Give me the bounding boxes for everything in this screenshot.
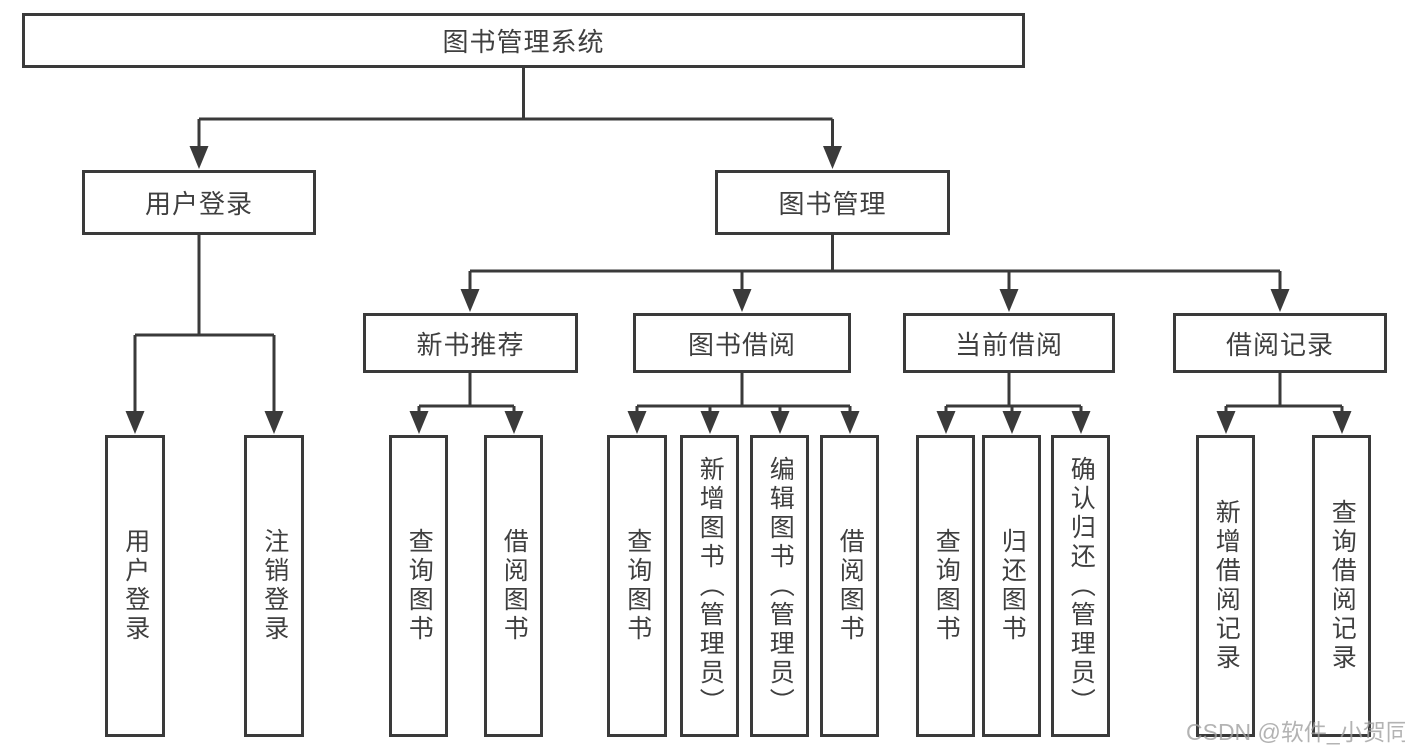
connector-book-borrow-to-leaves <box>627 373 860 434</box>
leaf-query-books-recommendation: 查询图书 <box>389 435 448 737</box>
leaf-query-books-borrowing-label: 查询图书 <box>623 528 652 644</box>
leaf-add-books-admin-label: 新增图书（管理员） <box>696 455 725 717</box>
leaf-query-borrow-record-label: 查询借阅记录 <box>1328 499 1357 673</box>
leaf-query-books-borrowing: 查询图书 <box>607 435 667 737</box>
node-new-book-recommendation: 新书推荐 <box>363 313 578 373</box>
node-book-management-group: 图书管理 <box>715 170 950 235</box>
node-new-book-recommendation-label: 新书推荐 <box>416 329 525 360</box>
leaf-query-books-current-label: 查询图书 <box>932 528 961 644</box>
leaf-return-books: 归还图书 <box>982 435 1041 737</box>
leaf-logout-label: 注销登录 <box>260 528 289 644</box>
node-root-book-management-system: 图书管理系统 <box>22 13 1025 68</box>
node-book-borrowing-label: 图书借阅 <box>687 329 796 360</box>
node-root-label: 图书管理系统 <box>442 27 605 57</box>
connector-book-mgmt-to-level3 <box>460 235 1290 312</box>
connector-new-book-rec-to-leaves <box>409 373 524 434</box>
connector-borrow-records-to-leaves <box>1216 373 1352 434</box>
leaf-query-books-recommendation-label: 查询图书 <box>405 528 434 644</box>
node-current-borrowing-label: 当前借阅 <box>954 329 1063 360</box>
leaf-edit-books-admin: 编辑图书（管理员） <box>750 435 809 737</box>
leaf-user-login-label: 用户登录 <box>121 528 150 644</box>
node-user-login-group-label: 用户登录 <box>144 189 253 219</box>
connector-user-login-to-leaves <box>125 235 284 434</box>
node-book-borrowing: 图书借阅 <box>633 313 851 373</box>
leaf-borrow-books-borrowing: 借阅图书 <box>820 435 879 737</box>
leaf-query-borrow-record: 查询借阅记录 <box>1312 435 1371 737</box>
node-borrowing-records: 借阅记录 <box>1173 313 1387 373</box>
leaf-logout: 注销登录 <box>244 435 304 737</box>
leaf-query-books-current: 查询图书 <box>916 435 975 737</box>
node-user-login-group: 用户登录 <box>82 170 316 235</box>
leaf-confirm-return-admin: 确认归还（管理员） <box>1051 435 1110 737</box>
leaf-add-books-admin: 新增图书（管理员） <box>680 435 739 737</box>
leaf-borrow-books-borrowing-label: 借阅图书 <box>836 528 865 644</box>
leaf-add-borrow-record-label: 新增借阅记录 <box>1212 499 1241 673</box>
leaf-confirm-return-admin-label: 确认归还（管理员） <box>1067 455 1096 717</box>
leaf-add-borrow-record: 新增借阅记录 <box>1196 435 1255 737</box>
leaf-edit-books-admin-label: 编辑图书（管理员） <box>766 455 795 717</box>
leaf-borrow-books-recommendation-label: 借阅图书 <box>500 528 529 644</box>
leaf-user-login: 用户登录 <box>105 435 165 737</box>
connector-root-to-level2 <box>189 68 842 169</box>
csdn-watermark: CSDN @软件_小贺同学 <box>1186 719 1405 745</box>
node-book-management-group-label: 图书管理 <box>778 189 887 219</box>
leaf-return-books-label: 归还图书 <box>998 528 1027 644</box>
connector-current-borrow-to-leaves <box>936 373 1091 434</box>
leaf-borrow-books-recommendation: 借阅图书 <box>484 435 543 737</box>
node-current-borrowing: 当前借阅 <box>903 313 1115 373</box>
node-borrowing-records-label: 借阅记录 <box>1225 329 1334 360</box>
